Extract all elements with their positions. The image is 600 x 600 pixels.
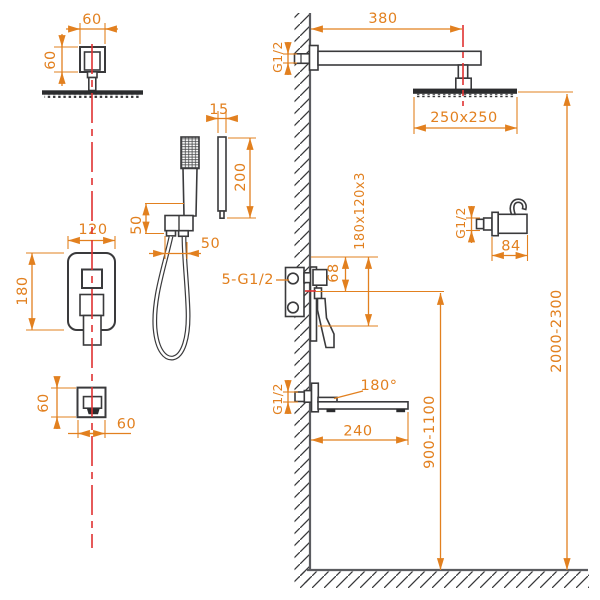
nozzles [415,93,515,98]
shower-holder [475,198,528,237]
dim-valve-plate-size: 180x120x3 [353,172,373,327]
dim-text: 60 [117,417,136,433]
dim-arm-thread: G1/2 [270,41,297,75]
dim-text: 180 [15,276,31,305]
dim-holder-thread: G1/2 [453,206,480,243]
dim-text: G1/2 [270,383,285,415]
dim-spout-length: 240 [310,412,409,445]
hand-shower-side-view [217,136,227,219]
dim-holder-length: 84 [491,235,529,261]
spout-body [317,400,409,410]
dim-head-size: 250x250 [413,97,518,134]
label-valve-connections: 5-G1/2 [221,272,289,288]
dim-text: 2000-2300 [549,289,565,373]
aerator [396,408,406,413]
dim-text: 68 [326,263,342,282]
dim-text: 380 [368,11,397,27]
dim-text: 240 [343,424,372,440]
dim-text: 60 [36,393,52,412]
floor-hatching [299,571,589,588]
label-spout-swivel: 180° [333,378,398,400]
dim-head-install-height: 2000-2300 [518,91,573,571]
dim-text: 900-1100 [422,395,438,469]
dim-arm-length: 380 [310,11,463,33]
valve-plate-profile [309,266,318,342]
dim-mixer-height: 180 [15,252,64,331]
dim-text: 250x250 [430,110,497,126]
dim-spout-install-height: 900-1100 [422,292,445,571]
dim-spout-thread: G1/2 [270,380,298,415]
valve-side-view [284,266,335,349]
shower-hose [152,235,191,361]
holder-body [497,213,528,235]
dim-spout-escutcheon-height: 60 [36,376,76,429]
label-text: 5-G1/2 [221,272,274,288]
holder-clip [509,198,527,216]
dim-text: 200 [233,162,249,191]
hand-shower [152,136,200,361]
dim-bracket-offset-horizontal: 50 [149,236,220,259]
dim-text: G1/2 [453,207,468,239]
shower-face [42,90,143,95]
dim-bracket-offset-vertical: 50 [129,202,184,235]
hand-shower-handle [182,167,198,217]
dim-ceiling-escutcheon-width: 60 [66,12,118,44]
wand-profile [217,136,227,212]
valve-lever [316,297,335,349]
dim-wand-width: 15 [206,102,238,133]
floor-section [299,568,589,588]
dim-text: 180x120x3 [353,172,368,250]
dim-ceiling-escutcheon-height: 60 [43,34,78,86]
wall-shower-arm [293,44,517,98]
dim-text: 60 [82,12,101,28]
valve-outlet [312,268,328,287]
dim-text: 50 [129,215,145,234]
dim-wand-length: 200 [227,137,256,219]
dim-text: 50 [201,236,220,252]
valve-port-bottom [286,301,300,314]
dim-spout-escutcheon-width: 60 [68,417,136,438]
dim-text: 120 [78,222,107,238]
dim-text: 15 [209,102,228,118]
dim-text: G1/2 [270,41,285,73]
label-text: 180° [361,378,398,394]
dim-text: 60 [43,50,59,69]
wall-spout [294,382,409,413]
dim-valve-outlet-offset: 68 [311,256,444,327]
shower-face [413,88,517,94]
hand-shower-head [180,136,200,170]
dim-text: 84 [501,239,520,255]
centerlines [91,25,464,548]
valve-port-top [286,272,300,285]
